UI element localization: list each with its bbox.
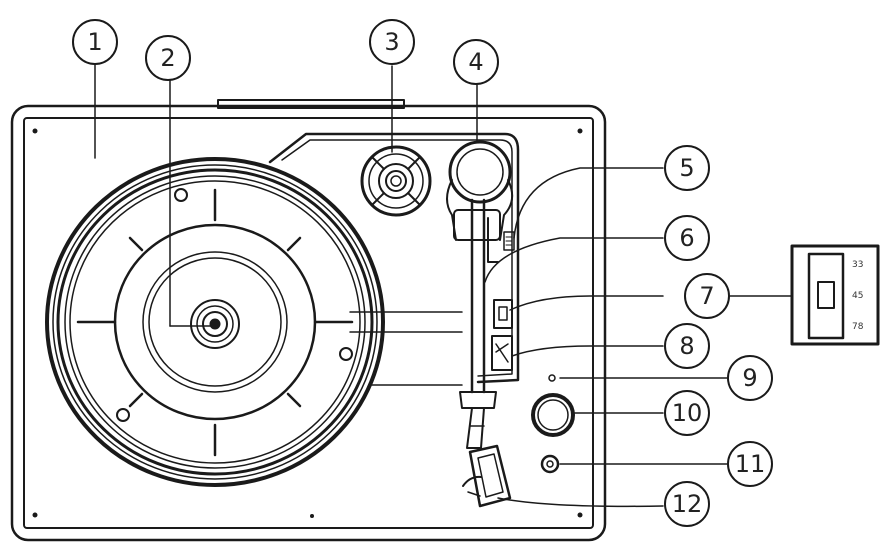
volume-knob bbox=[531, 393, 575, 437]
adapter-45 bbox=[360, 145, 432, 217]
callout-3: 3 bbox=[384, 28, 399, 56]
indicator-light bbox=[548, 374, 556, 382]
cartridge bbox=[462, 444, 512, 508]
callout-11: 11 bbox=[735, 450, 766, 478]
speed-label-33: 33 bbox=[852, 260, 863, 270]
tonearm bbox=[446, 140, 514, 449]
callout-4: 4 bbox=[468, 48, 483, 76]
callout-5: 5 bbox=[679, 154, 694, 182]
cabinet bbox=[10, 99, 607, 542]
callout-8: 8 bbox=[679, 332, 694, 360]
corner-screw bbox=[32, 128, 583, 518]
speed-label-78: 78 bbox=[852, 322, 864, 332]
tonearm-base-plate bbox=[268, 132, 520, 384]
callout-circles bbox=[72, 19, 773, 527]
callout-numbers: 1 2 3 4 5 6 7 8 9 10 11 12 bbox=[87, 28, 765, 518]
callout-9: 9 bbox=[742, 364, 757, 392]
callout-7: 7 bbox=[699, 282, 714, 310]
speed-switch-detail bbox=[790, 244, 880, 346]
speed-labels: 33 45 78 bbox=[852, 260, 864, 332]
cue-lever bbox=[491, 335, 513, 371]
callout-12: 12 bbox=[672, 490, 703, 518]
speed-selector bbox=[493, 299, 513, 329]
speed-label-45: 45 bbox=[852, 291, 863, 301]
callout-2: 2 bbox=[160, 44, 175, 72]
spindle bbox=[190, 299, 240, 349]
headphone-jack bbox=[540, 454, 560, 474]
callout-10: 10 bbox=[672, 399, 703, 427]
tonearm-rest bbox=[487, 217, 515, 263]
callout-1: 1 bbox=[87, 28, 102, 56]
platter bbox=[45, 157, 463, 487]
leader-lines bbox=[94, 63, 793, 508]
callout-6: 6 bbox=[679, 224, 694, 252]
